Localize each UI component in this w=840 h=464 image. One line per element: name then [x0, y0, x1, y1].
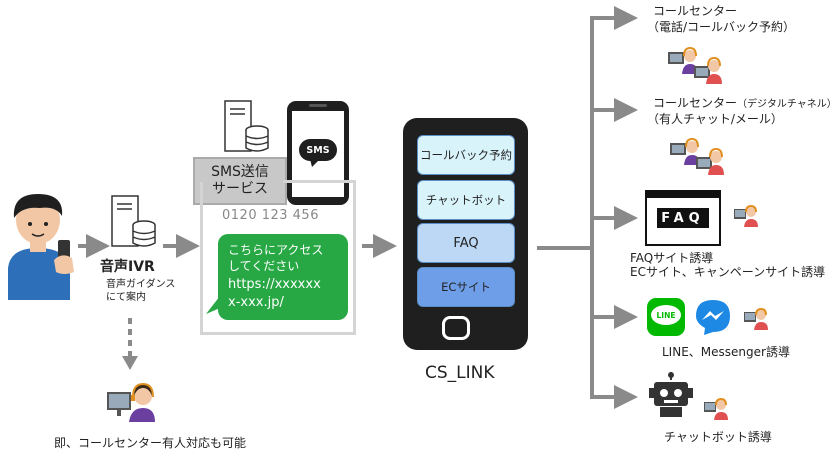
call-center-1-line2: （電話/コールバック予約）	[647, 20, 796, 34]
sms-message-line1: こちらにアクセス	[228, 243, 324, 257]
cs-link-button-callback[interactable]: コールバック予約	[417, 135, 515, 175]
sms-bubble-tail	[310, 159, 320, 167]
person-with-phone-icon	[8, 194, 74, 300]
ivr-note-line1: 音声ガイダンス	[106, 279, 176, 290]
faq-browser-window: FAQ	[645, 190, 721, 246]
faq-badge-row: FAQ	[657, 208, 709, 228]
sms-message-bubble: こちらにアクセス してください https://xxxxxx x-xxx.jp/	[218, 234, 348, 320]
sms-message-line4: x-xxx.jp/	[228, 295, 284, 310]
chatbot-operator-icon	[704, 397, 728, 420]
line-app-icon: LINE	[647, 298, 685, 336]
cs-link-button-ec[interactable]: ECサイト	[417, 267, 515, 307]
sms-message-line3: https://xxxxxx	[228, 277, 321, 292]
sms-message-line2: してください	[228, 259, 300, 273]
ivr-title: 音声IVR	[100, 259, 155, 275]
call-center-2-line1b: （デジタルチャネル）	[737, 99, 837, 110]
sms-frame-top	[283, 180, 353, 183]
line-caption: LINE、Messenger誘導	[662, 345, 790, 359]
call-center-2-line1a: コールセンター	[653, 96, 738, 110]
sms-service-line1: SMS送信	[211, 164, 269, 181]
sms-service-label: SMS送信 サービス	[193, 157, 287, 205]
server-icon	[111, 195, 156, 247]
ivr-note-line2: にて案内	[106, 292, 146, 303]
sms-message-tail	[206, 296, 220, 314]
faq-line2: ECサイト、キャンペーンサイト誘導	[630, 265, 826, 279]
cs-link-button-chatbot[interactable]: チャットボット	[417, 180, 515, 220]
sms-sender-number: 0120 123 456	[222, 208, 319, 223]
robot-icon	[649, 372, 693, 417]
arrow-dashed-head	[122, 356, 138, 370]
line-badge: LINE	[651, 305, 681, 325]
home-button[interactable]	[442, 316, 470, 340]
line-operator-icon	[744, 307, 768, 330]
operator-icon	[107, 382, 155, 422]
faq-line1: FAQサイト誘導	[630, 251, 714, 265]
sms-server-icon	[224, 100, 269, 152]
phone-speaker	[309, 104, 327, 107]
faq-browser-bar	[647, 192, 719, 198]
faq-badge: FAQ	[657, 208, 709, 228]
call-center-1-line1: コールセンター	[653, 4, 738, 18]
faq-operator-icon	[734, 204, 758, 227]
sms-service-line2: サービス	[212, 181, 268, 197]
cs-link-button-faq[interactable]: FAQ	[417, 223, 515, 263]
call-center-2-line2: （有人チャット/メール）	[647, 112, 783, 126]
chatbot-caption: チャットボット誘導	[664, 430, 772, 444]
sms-badge: SMS	[299, 139, 337, 161]
operators-icon	[668, 46, 722, 84]
call-center-2-line1: コールセンター（デジタルチャネル）	[653, 96, 837, 111]
sms-frame-right	[353, 180, 356, 335]
messenger-icon	[696, 300, 730, 335]
cs-link-label: CS_LINK	[425, 363, 495, 383]
chat-operators-icon	[670, 137, 724, 175]
operator-direct-caption: 即、コールセンター有人対応も可能	[54, 436, 247, 450]
